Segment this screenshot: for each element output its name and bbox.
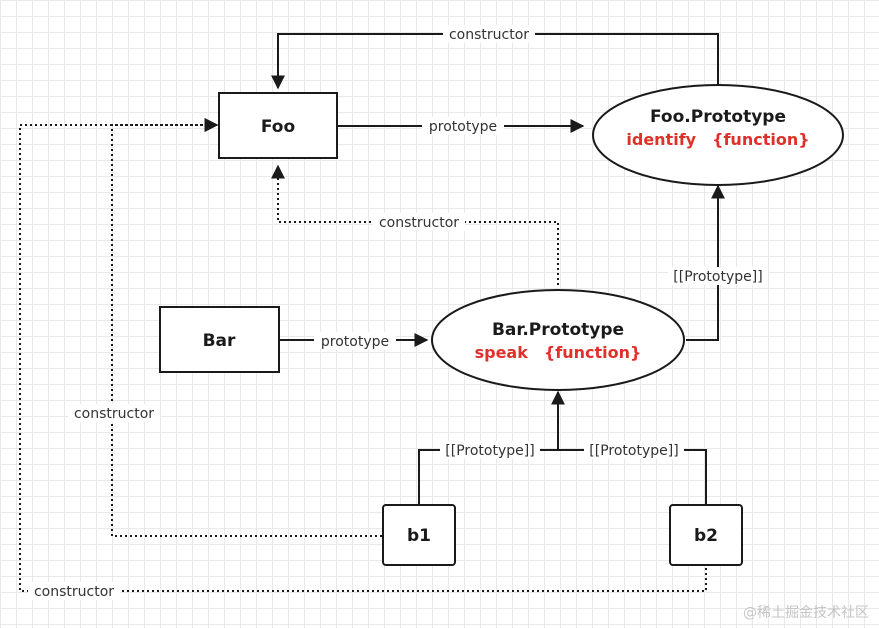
edge-bar-prototype-constructor [271, 164, 559, 285]
svg-text:[[Prototype]]: [[Prototype]] [673, 269, 762, 285]
label-bar-proto-link: [[Prototype]] [668, 267, 768, 285]
b1-node: b1 [382, 504, 456, 566]
bar-prototype-member-type: {function} [544, 343, 642, 362]
svg-text:prototype: prototype [321, 334, 389, 350]
svg-text:constructor: constructor [74, 406, 154, 422]
svg-text:prototype: prototype [429, 119, 497, 135]
svg-text:constructor: constructor [34, 584, 114, 600]
foo-prototype-title: Foo.Prototype [650, 107, 786, 127]
bar-prototype-node: Bar.Prototype speak {function} [431, 289, 685, 391]
edge-bar-proto-link [686, 184, 725, 341]
bar-label: Bar [203, 331, 236, 351]
b1-label: b1 [407, 526, 431, 546]
watermark: @稀土掘金技术社区 [743, 605, 869, 621]
bar-prototype-title: Bar.Prototype [492, 320, 624, 340]
bar-node: Bar [159, 306, 280, 373]
foo-prototype-member-type: {function} [712, 130, 810, 149]
svg-text:[[Prototype]]: [[Prototype]] [445, 443, 534, 459]
bar-prototype-member-name: speak [475, 343, 529, 362]
foo-prototype-member: identify {function} [626, 130, 809, 149]
label-foo-prototype: prototype [422, 117, 504, 135]
foo-node: Foo [218, 92, 338, 159]
edge-b2-constructor [19, 118, 707, 592]
svg-text:[[Prototype]]: [[Prototype]] [589, 443, 678, 459]
b2-label: b2 [694, 526, 718, 546]
svg-text:constructor: constructor [379, 215, 459, 231]
bar-prototype-member: speak {function} [475, 343, 642, 362]
label-b2-constructor: constructor [28, 582, 120, 600]
label-b2-proto-link: [[Prototype]] [584, 441, 684, 459]
b2-node: b2 [669, 504, 743, 566]
svg-text:constructor: constructor [449, 27, 529, 43]
foo-label: Foo [261, 117, 295, 137]
label-foo-prototype-constructor: constructor [443, 25, 535, 43]
edge-b1-constructor [111, 118, 382, 537]
foo-prototype-node: Foo.Prototype identify {function} [592, 84, 844, 186]
label-b1-proto-link: [[Prototype]] [440, 441, 540, 459]
label-bar-prototype: prototype [314, 332, 396, 350]
label-bar-prototype-constructor: constructor [373, 213, 465, 231]
label-b1-constructor: constructor [68, 404, 160, 422]
foo-prototype-member-name: identify [626, 130, 696, 149]
